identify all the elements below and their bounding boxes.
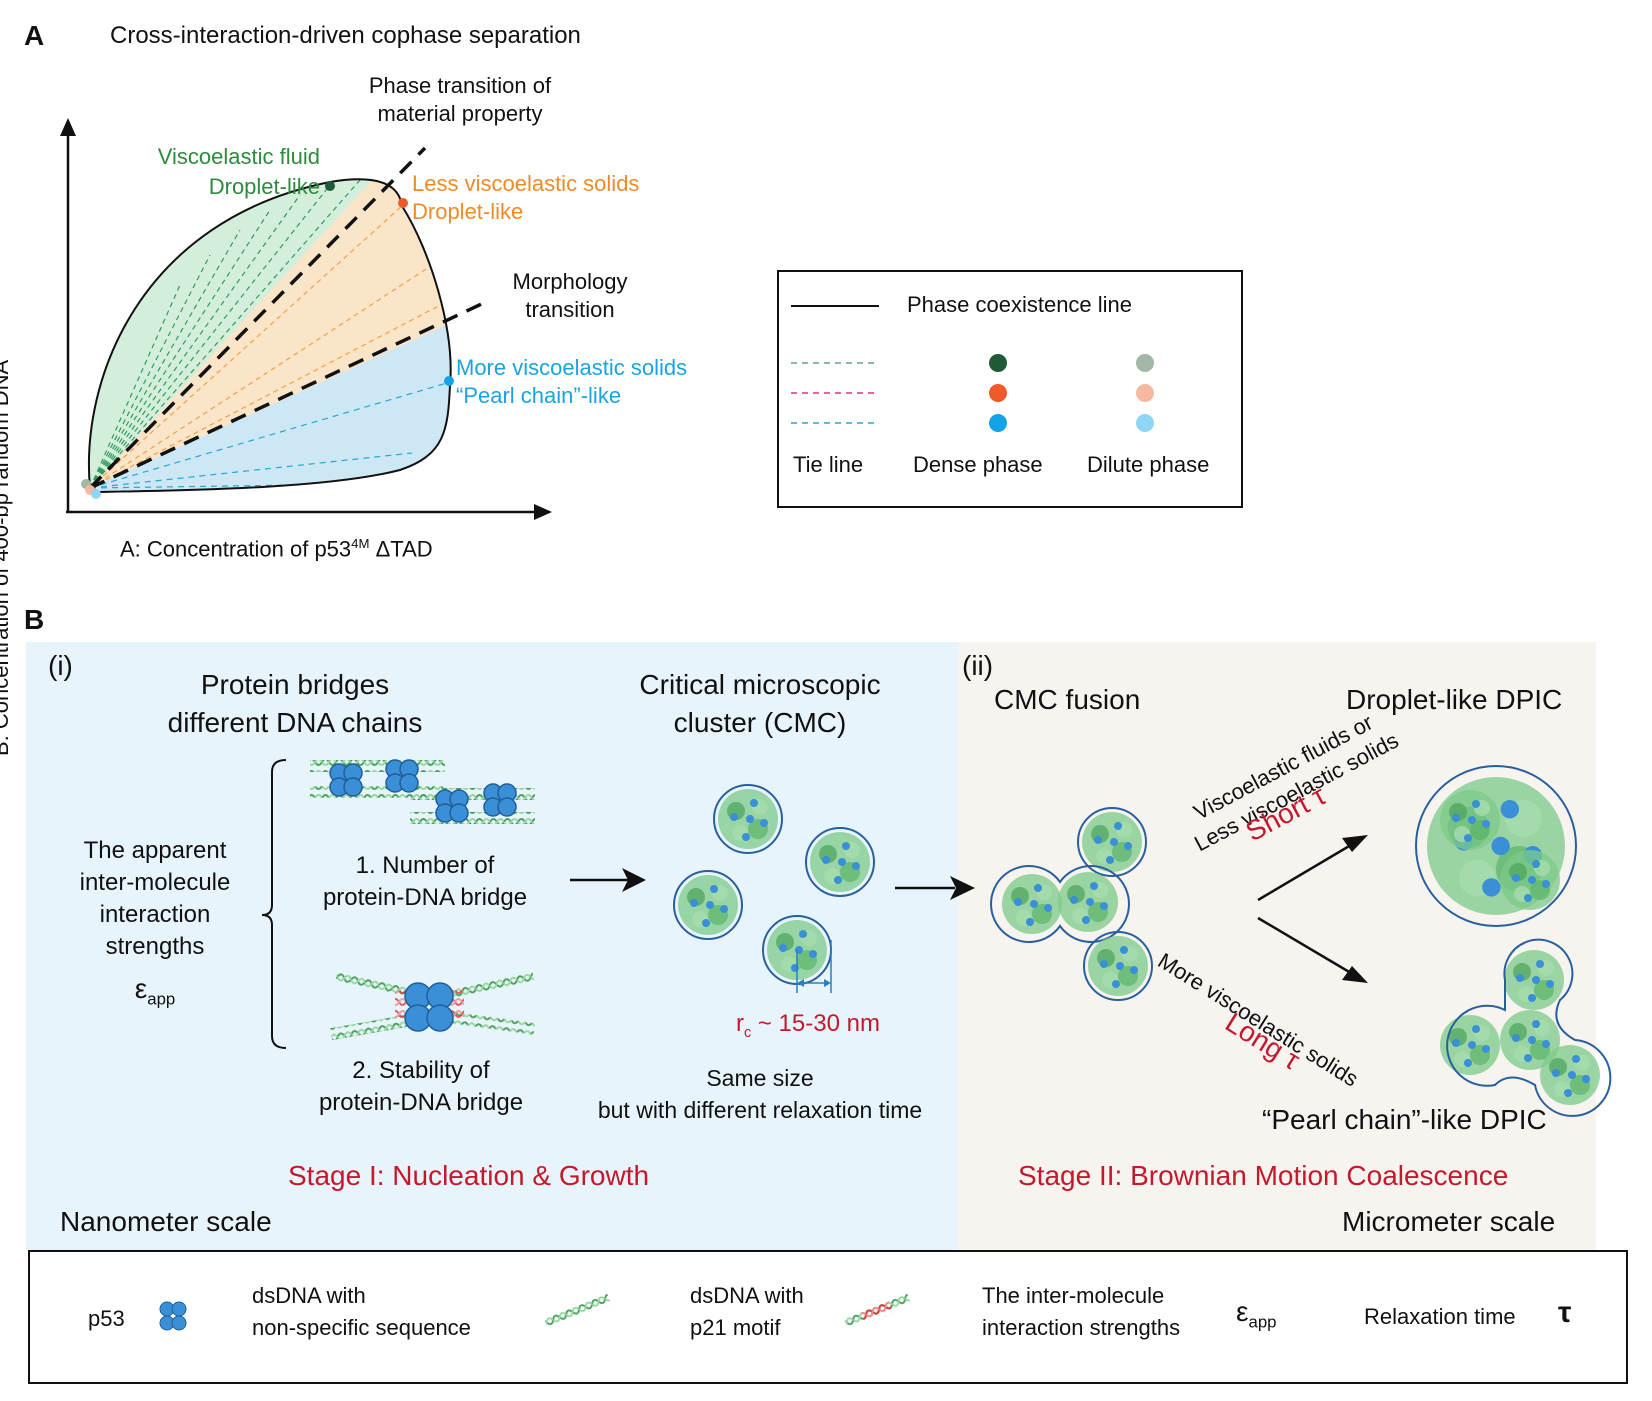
tie-lines-green — [89, 179, 361, 489]
legend-dense-green — [989, 354, 1007, 372]
legend-dense-orange — [989, 384, 1007, 402]
item2-label: 2. Stability of protein-DNA bridge — [318, 1057, 524, 1116]
bracket — [261, 759, 287, 1049]
annotation-morphology: Morphology transition — [512, 269, 628, 322]
material-transition-line — [88, 146, 427, 490]
x-axis-arrow-icon — [534, 504, 552, 520]
same-size-label: Same size but with different relaxation … — [597, 1065, 923, 1123]
p53-icon — [159, 1301, 187, 1331]
bridge-illustration-stability — [330, 970, 536, 1041]
annotation-phase-transition: Phase transition of material property — [368, 73, 552, 126]
legend-dense-label: Dense phase — [913, 452, 1043, 477]
component-legend: p53 dsDNA with non-specific sequence dsD… — [28, 1250, 1628, 1384]
legend-dsdna-ns-label: dsDNA with non-specific sequence — [252, 1283, 471, 1340]
radius-marker — [796, 940, 832, 993]
dense-point-cyan — [444, 376, 454, 386]
panel-b-letter: B — [24, 604, 45, 635]
arrow-to-pearl-head-icon — [1342, 966, 1368, 983]
legend-dilute-orange — [1136, 384, 1154, 402]
tie-lines-cyan — [89, 382, 448, 489]
bridges-title: Protein bridges different DNA chains — [167, 669, 423, 738]
legend-coexistence-label: Phase coexistence line — [907, 292, 1133, 317]
dense-point-orange — [398, 198, 408, 208]
stage2-label: Stage II: Brownian Motion Coalescence — [1018, 1160, 1509, 1191]
dsdna-p21-icon — [844, 1293, 912, 1331]
region-less-viscoelastic — [90, 179, 451, 488]
mechanism-illustration — [261, 759, 1612, 1117]
apparent-strength-label: The apparent inter-molecule interaction … — [50, 835, 260, 1016]
legend-relaxation-label: Relaxation time — [1364, 1304, 1516, 1329]
legend-tie-line-label: Tie line — [793, 452, 864, 477]
tie-lines-orange — [89, 204, 451, 489]
arrow-to-fusion-head-icon — [950, 876, 975, 900]
pearl-chain-dpic — [1440, 938, 1612, 1117]
phase-coexistence-line — [88, 178, 452, 494]
dense-point-green — [325, 181, 335, 191]
legend-interaction-label: The inter-molecule interaction strengths — [982, 1283, 1181, 1340]
dilute-point-cyan — [91, 489, 101, 499]
bridge-illustration-number — [310, 759, 535, 824]
legend-dilute-green — [1136, 354, 1154, 372]
legend-dense-cyan — [989, 414, 1007, 432]
legend-tau-symbol: τ — [1558, 1296, 1572, 1329]
stage1-tag: (i) — [48, 650, 73, 681]
stage1-label: Stage I: Nucleation & Growth — [288, 1160, 650, 1191]
y-axis-arrow-icon — [60, 118, 76, 136]
morphology-transition-line — [89, 298, 491, 490]
phase-legend: Phase coexistence line Tie line Dense ph… — [777, 270, 1243, 508]
droplet-title: Droplet-like DPIC — [1346, 684, 1563, 715]
cmc-fusion-clusters — [990, 807, 1153, 1001]
region-more-viscoelastic — [88, 310, 451, 492]
annotation-more-viscoelastic: More viscoelastic solids “Pearl chain”-l… — [456, 355, 688, 408]
radius-label: rc ~ 15-30 nm — [736, 1010, 880, 1041]
pearl-chain-title: “Pearl chain”-like DPIC — [1262, 1104, 1547, 1135]
cmc-clusters — [673, 784, 875, 985]
micrometer-scale-label: Micrometer scale — [1342, 1206, 1556, 1237]
legend-dilute-cyan — [1136, 414, 1154, 432]
arrow-to-droplet-head-icon — [1342, 835, 1368, 852]
stage2-tag: (ii) — [962, 650, 994, 681]
legend-p53-label: p53 — [88, 1306, 125, 1331]
fusion-title: CMC fusion — [994, 684, 1141, 715]
phase-diagram — [60, 118, 552, 520]
stage2-background — [958, 642, 1596, 1250]
arrow-to-cmc-head-icon — [622, 868, 646, 892]
x-axis-label: A: Concentration of p534M ΔTAD — [120, 536, 433, 562]
cmc-title: Critical microscopic cluster (CMC) — [639, 669, 881, 738]
droplet-dpic — [1415, 765, 1577, 927]
legend-dsdna-p21-label: dsDNA with p21 motif — [690, 1283, 804, 1340]
legend-dilute-label: Dilute phase — [1087, 452, 1210, 477]
legend-epsilon-symbol: εapp — [1236, 1296, 1277, 1332]
arrow-to-droplet — [1257, 840, 1357, 902]
epsilon-symbol: εapp — [134, 973, 176, 1009]
item1-label: 1. Number of protein-DNA bridge — [322, 852, 528, 911]
panel-a-title: Cross-interaction-driven cophase separat… — [110, 22, 581, 49]
annotation-viscoelastic-fluid: Viscoelastic fluid Droplet-like — [157, 144, 320, 199]
arrow-to-pearl — [1257, 916, 1357, 978]
nanometer-scale-label: Nanometer scale — [60, 1206, 272, 1237]
annotation-less-viscoelastic: Less viscoelastic solids Droplet-like — [412, 171, 640, 224]
phase-legend-marks — [791, 305, 1154, 432]
dsdna-nonspecific-icon — [544, 1293, 612, 1331]
panel-a-letter: A — [24, 20, 45, 51]
